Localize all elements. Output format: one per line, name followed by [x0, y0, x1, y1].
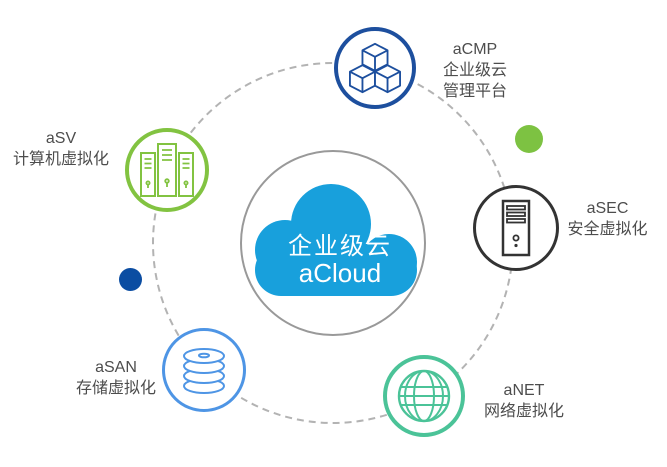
label-asv: aSV 计算机虚拟化 [0, 128, 122, 170]
database-icon [183, 348, 225, 394]
server-rack-icon [140, 143, 194, 197]
center-title-zh: 企业级云 [288, 233, 392, 260]
node-asec-title: aSEC [586, 200, 629, 217]
center-hub: 企业级云 aCloud [240, 150, 426, 336]
node-asec-subtitle: 安全虚拟化 [567, 221, 648, 238]
label-asan: aSAN 存储虚拟化 [56, 357, 176, 399]
node-asv [125, 128, 209, 212]
cloud-icon: 企业级云 aCloud [255, 184, 417, 296]
cubes-icon [349, 42, 401, 94]
globe-icon [397, 369, 451, 423]
center-title-en: aCloud [299, 258, 381, 288]
label-asec: aSEC 安全虚拟化 [548, 198, 667, 240]
label-anet: aNET 网络虚拟化 [462, 380, 586, 422]
node-acmp-subtitle: 企业级云 [442, 62, 507, 79]
node-anet [383, 355, 465, 437]
node-asv-subtitle: 计算机虚拟化 [12, 151, 109, 168]
node-asec [473, 185, 559, 271]
node-anet-subtitle: 网络虚拟化 [483, 403, 564, 420]
node-anet-title: aNET [503, 382, 545, 399]
node-asan-title: aSAN [95, 359, 137, 376]
node-asan-subtitle: 存储虚拟化 [75, 380, 156, 397]
node-asv-title: aSV [45, 130, 77, 147]
node-acmp-subtitle: 管理平台 [442, 83, 507, 100]
label-acmp: aCMP 企业级云 管理平台 [415, 39, 535, 102]
node-asan [162, 328, 246, 412]
node-acmp-title: aCMP [452, 41, 498, 58]
navy-dot [119, 268, 142, 291]
tower-server-icon [501, 199, 531, 257]
green-dot [515, 125, 543, 153]
node-acmp [334, 27, 416, 109]
